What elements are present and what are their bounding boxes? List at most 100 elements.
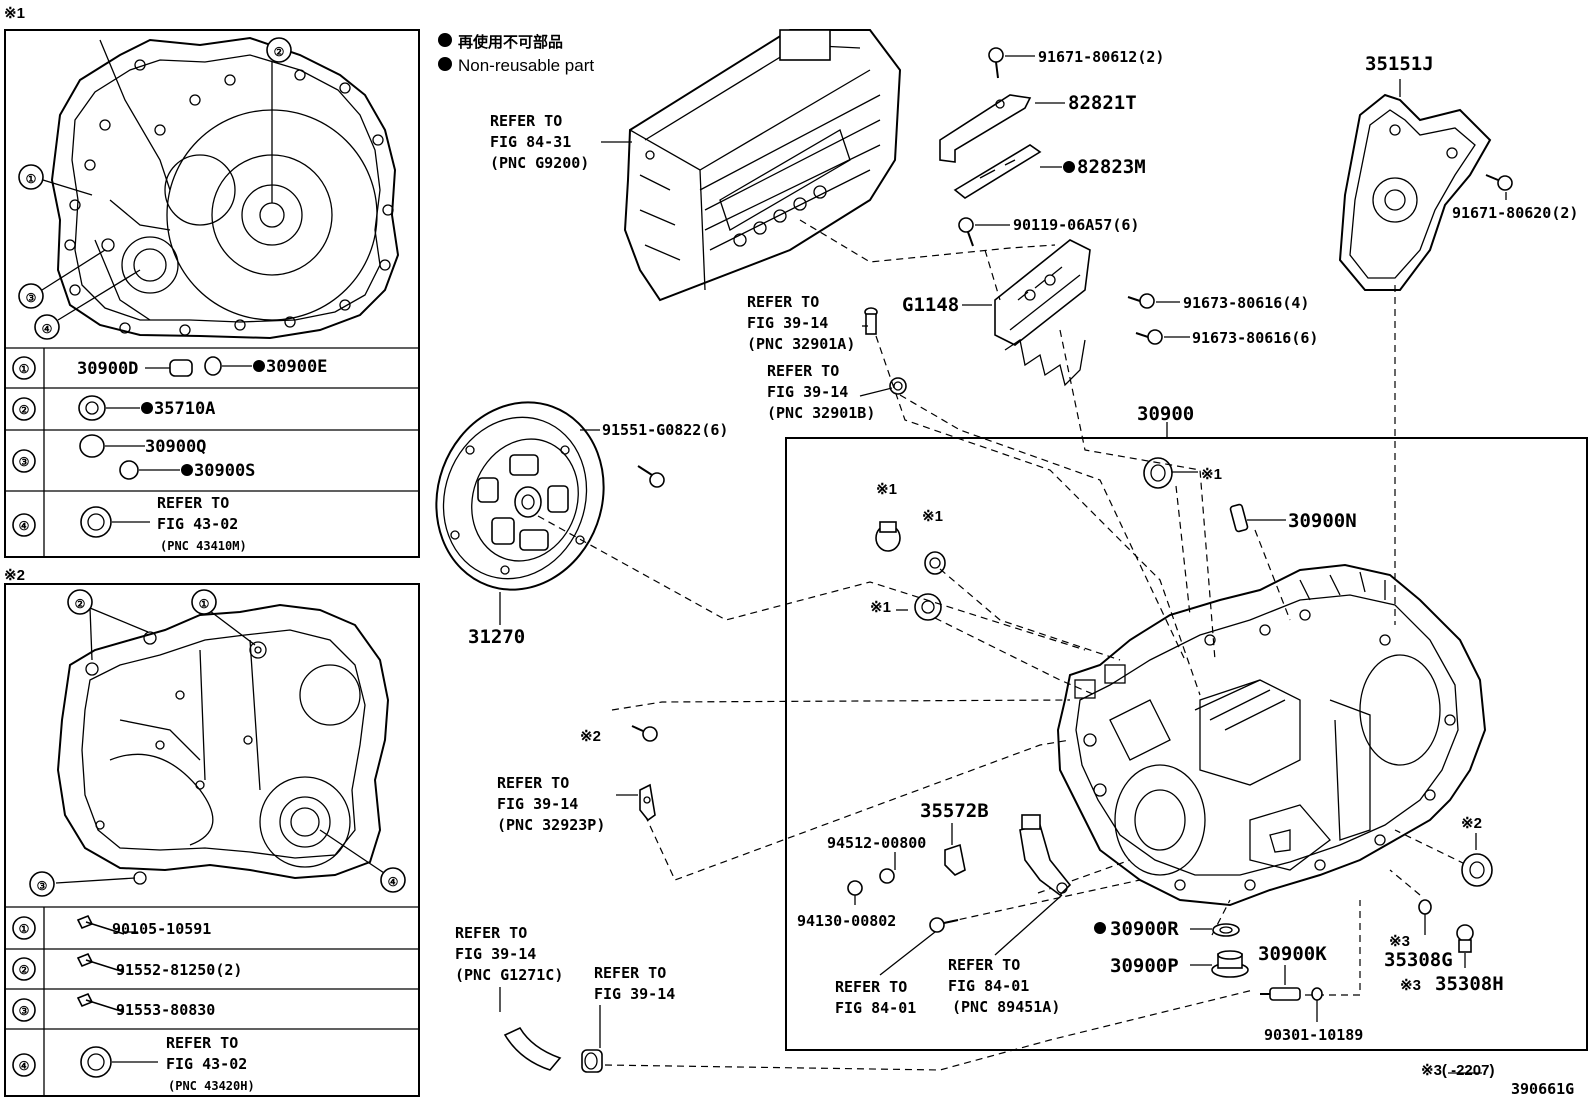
row-number: ②: [19, 963, 30, 977]
inset-2-callout-3: ③: [37, 879, 48, 893]
bolt-icon: [76, 914, 125, 935]
hybrid-transaxle-drawing: [1056, 563, 1487, 907]
refer-3914b-line1: REFER TO: [767, 362, 839, 380]
diagram-number: 390661G: [1511, 1080, 1574, 1098]
cover-35151J-drawing: [1338, 93, 1492, 291]
part-number-91551-G0822: 91551-G0822(6): [602, 421, 728, 439]
nut-94130-drawing: [847, 880, 863, 896]
row-number: ①: [19, 922, 30, 936]
inset-2-callouts: ② ① ③ ④: [29, 589, 406, 897]
refer-8431-line3: (PNC G9200): [490, 154, 589, 172]
mark-1-c: ※1: [922, 508, 943, 525]
part-number-94512-00800: 94512-00800: [827, 834, 926, 852]
refer-pnc: (PNC 43420H): [168, 1079, 255, 1093]
seal-lower-drawing: [914, 593, 942, 621]
part-number-31270: 31270: [468, 626, 525, 648]
inset-1-callout-2: ②: [274, 45, 285, 59]
mark-2-a: ※2: [580, 728, 601, 745]
row-number: ③: [19, 455, 30, 469]
inset-1-row-3: ③ 30900Q 30900S: [12, 434, 255, 481]
part-number-82823M: 82823M: [1077, 156, 1146, 178]
plug-icon: [169, 359, 193, 377]
part-number-91671-80612: 91671-80612(2): [1038, 48, 1164, 66]
plug-left-drawing: [875, 521, 901, 552]
part-number-91553-80830: 91553-80830: [116, 1001, 215, 1019]
section-mark-1: ※1: [4, 5, 25, 22]
inset-1-row-1: ① 30900D 30900E: [12, 356, 327, 380]
non-reusable-dot-icon: [438, 57, 452, 71]
refer-32923-line2: FIG 39-14: [497, 795, 578, 813]
refer-8401a-line2: FIG 84-01: [835, 999, 916, 1017]
part-number-G1148: G1148: [902, 294, 959, 316]
seal-mark2-drawing: [1461, 853, 1493, 887]
switch-89451A-drawing: [1019, 814, 1072, 897]
legend-cn: 再使用不可部品: [458, 33, 563, 51]
terminal-block-G1148-drawing: [994, 239, 1091, 387]
gasket-icon: [119, 460, 139, 480]
inset-1-frame: [4, 29, 420, 558]
oring-35308G-drawing: [1418, 899, 1432, 915]
bolt-mark2-drawing: [631, 725, 658, 742]
transaxle-case-drawing-1: [50, 36, 400, 340]
bolt-icon: [76, 952, 125, 973]
part-number-82821T: 82821T: [1068, 92, 1137, 114]
refer-8401b-line3: (PNC 89451A): [952, 998, 1060, 1016]
mark-1-a: ※1: [1201, 466, 1222, 483]
mark-1-b: ※1: [876, 481, 897, 498]
part-number-94130-00802: 94130-00802: [797, 912, 896, 930]
part-number-30900R: 30900R: [1110, 918, 1179, 940]
non-reusable-dot-icon: [253, 360, 265, 372]
bolt-91671-80620-drawing: [1485, 174, 1513, 191]
refer-fig: FIG 43-02: [157, 515, 238, 533]
refer-8431-line2: FIG 84-31: [490, 133, 571, 151]
mark-3-b: ※3: [1400, 977, 1421, 994]
row-number: ④: [19, 519, 30, 533]
clip-3914-drawing: [581, 1049, 603, 1073]
footer-range: ※3( -2207): [1421, 1062, 1494, 1079]
damper-disc-31270-drawing: [435, 401, 605, 591]
plug-30900P-drawing: [1211, 950, 1249, 978]
clamp-32923P-drawing: [639, 783, 656, 822]
part-number-90105-10591: 90105-10591: [112, 920, 211, 938]
inset-2-row-4: ④ REFER TO FIG 43-02 (PNC 43420H): [12, 1034, 255, 1093]
mark-1-d: ※1: [870, 599, 891, 616]
bolt-91671-80612-drawing: [988, 47, 1004, 79]
part-number-35308G: 35308G: [1384, 949, 1453, 971]
inset-1-callout-1: ①: [26, 172, 37, 186]
row-number: ③: [19, 1004, 30, 1018]
bolt-90119-drawing: [958, 217, 974, 247]
washer-94512-drawing: [879, 868, 895, 884]
bolt-8401-drawing: [929, 917, 959, 933]
bracket-82821T-drawing: [939, 94, 1032, 163]
refer-32923-line3: (PNC 32923P): [497, 816, 605, 834]
bracket-35572B-drawing: [944, 843, 966, 876]
refer-3914b-line2: FIG 39-14: [767, 383, 848, 401]
non-reusable-dot-icon: [1094, 922, 1106, 934]
inset-1-callouts: ② ① ③ ④: [18, 37, 292, 340]
refer-3914c-line1: REFER TO: [594, 964, 666, 982]
part-number-30900D: 30900D: [77, 359, 138, 379]
gasket-icon: [204, 356, 222, 376]
bolt-91673-a-drawing: [1127, 293, 1155, 309]
legend: 再使用不可部品 Non-reusable part: [438, 33, 594, 75]
part-number-30900E: 30900E: [266, 357, 327, 377]
seal-30900-top-drawing: [1143, 457, 1173, 489]
refer-3914a-line1: REFER TO: [747, 293, 819, 311]
part-number-35572B: 35572B: [920, 800, 989, 822]
row-number: ①: [19, 362, 30, 376]
non-reusable-dot-icon: [1063, 161, 1075, 173]
plug-32901B-drawing: [889, 377, 907, 395]
part-number-30900S: 30900S: [194, 461, 255, 481]
bolt-icon: [76, 992, 125, 1013]
busbar-82823M-drawing: [953, 144, 1042, 199]
inset-2-row-3: ③ 91553-80830: [12, 992, 215, 1022]
part-number-30900Q: 30900Q: [145, 437, 206, 457]
inset-2-row-1: ① 90105-10591: [12, 914, 211, 940]
row-number: ②: [19, 403, 30, 417]
part-number-30900: 30900: [1137, 403, 1194, 425]
gasket-30900R-drawing: [1212, 923, 1240, 937]
inset-2-callout-2: ②: [75, 597, 86, 611]
refer-3914a-line3: (PNC 32901A): [747, 335, 855, 353]
refer-8401a-line1: REFER TO: [835, 978, 907, 996]
refer-8401b-line2: FIG 84-01: [948, 977, 1029, 995]
